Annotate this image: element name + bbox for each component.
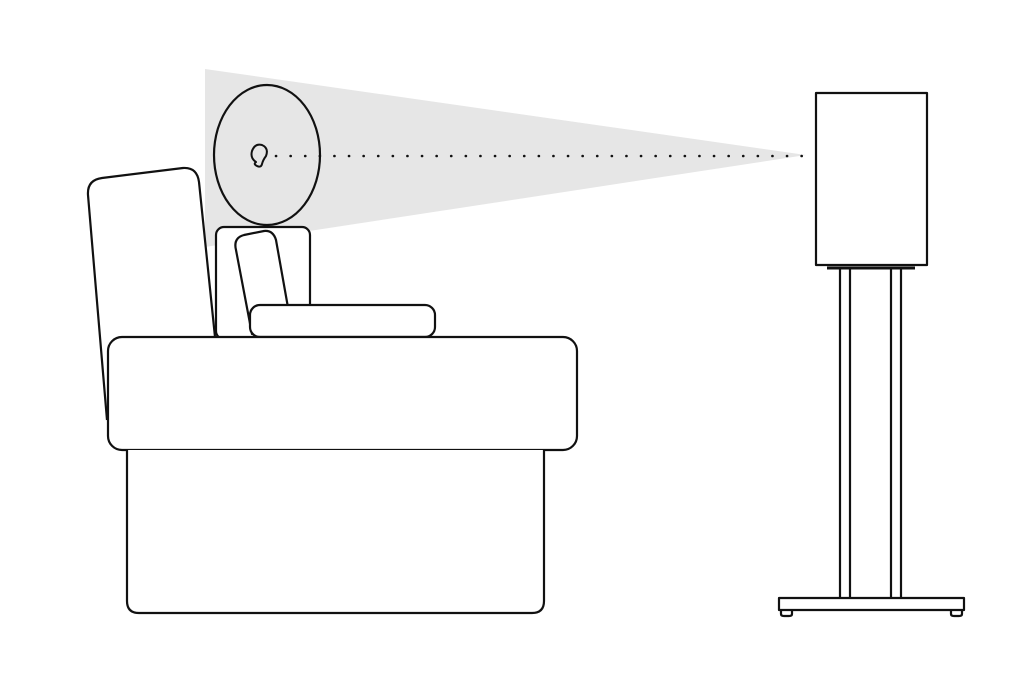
- speaker-cabinet: [814, 91, 929, 267]
- stand-base: [777, 596, 966, 612]
- listener-legs: [248, 303, 437, 339]
- sound-cone: [205, 69, 806, 247]
- stand-foot: [779, 610, 794, 618]
- sofa-base: [125, 450, 546, 615]
- stand-foot: [949, 610, 964, 618]
- ear-icon: [250, 143, 268, 168]
- sofa-seat: [106, 335, 579, 452]
